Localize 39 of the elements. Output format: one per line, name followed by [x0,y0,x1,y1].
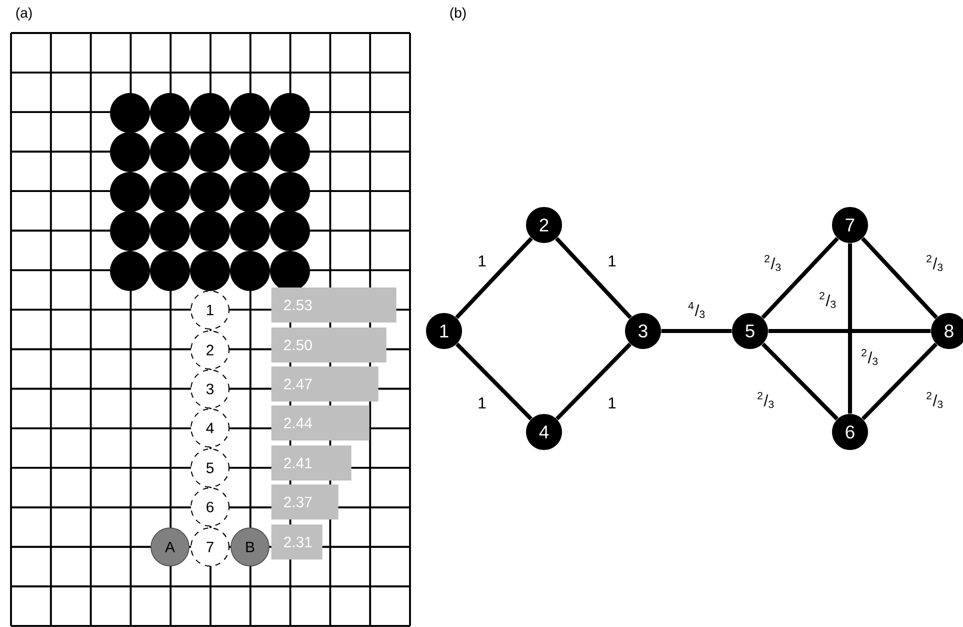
value-bar: 2.47 [271,366,378,402]
graph-edge [768,328,931,334]
graph-vertex: 6 [832,414,868,450]
graph-edge [455,236,533,320]
graph-edge [661,328,732,334]
graph-edge [761,342,839,420]
panel-label: (b) [450,7,466,21]
value-bar: 2.31 [271,524,322,560]
edge-label: $^{2}$/$_{3}$ [755,390,777,410]
edge-label: $^{2}$/$_{3}$ [924,253,946,273]
graph-vertex: 4 [526,414,562,450]
value-bar: 2.37 [271,484,338,520]
edge-label: $^{2}$/$_{3}$ [762,253,784,273]
value-bar: 2.50 [271,328,386,362]
edge-label: 1 [606,396,618,410]
graph-vertex: 8 [931,313,963,349]
graph-edge [761,236,839,320]
graph-edge [555,237,632,319]
edge-label: 1 [476,396,488,410]
value-bar: 2.41 [271,446,352,480]
panel-label: (a) [16,7,32,21]
edge-label: $^{4}$/$_{3}$ [686,300,708,320]
edge-label: $^{2}$/$_{3}$ [859,347,881,367]
graph-edge [555,342,632,420]
edge-label: $^{2}$/$_{3}$ [817,290,839,310]
value-bar: 2.53 [271,288,396,322]
graph-edge [848,243,852,414]
graph-vertex: 5 [732,313,768,349]
edge-label: 1 [476,254,488,268]
value-bar: 2.44 [271,406,370,440]
graph-vertex: 7 [832,207,868,243]
graph-edge [455,342,533,420]
graph-vertex: 3 [625,313,661,349]
graph-vertex: 1 [426,313,462,349]
graph-edge [861,237,938,319]
graph-edge [861,342,938,420]
edge-label: $^{2}$/$_{3}$ [924,390,946,410]
graph-vertex: 2 [526,207,562,243]
edge-label: 1 [606,254,618,268]
